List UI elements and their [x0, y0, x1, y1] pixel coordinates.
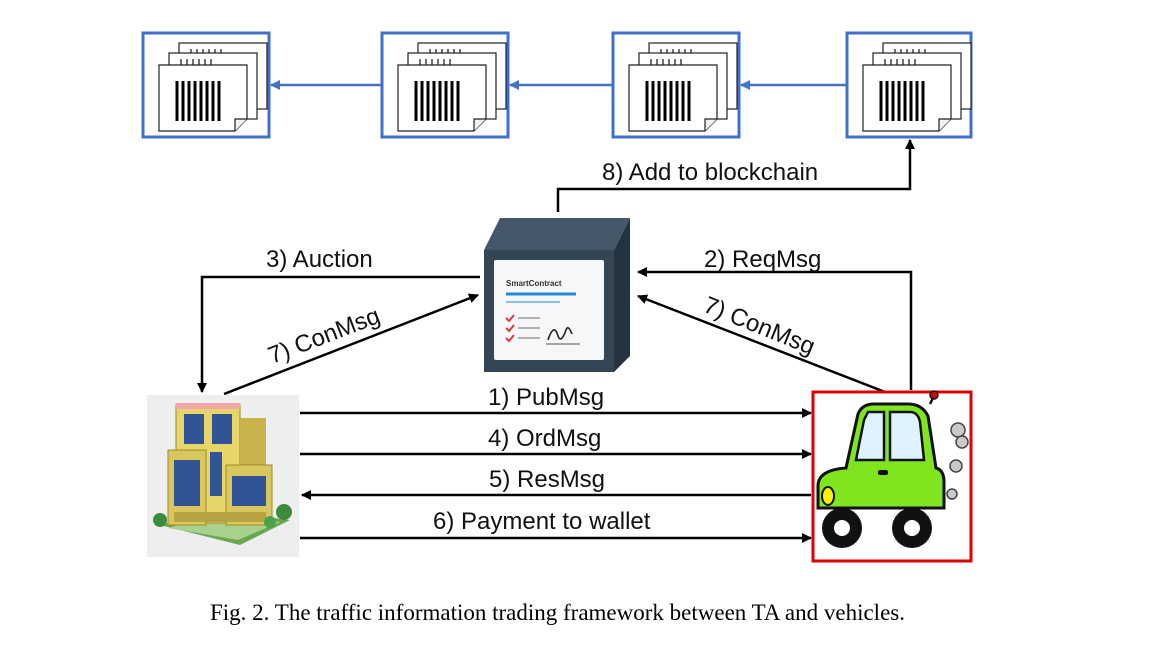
- blockchain-block-3: [611, 31, 741, 139]
- label-reqmsg: 2) ReqMsg: [704, 246, 821, 273]
- smart-contract-box: SmartContract: [484, 218, 630, 372]
- label-add-to-blockchain: 8) Add to blockchain: [602, 159, 818, 186]
- edge-add-to-blockchain: [556, 139, 915, 212]
- label-ordmsg: 4) OrdMsg: [488, 425, 601, 452]
- vehicle-node: [811, 390, 973, 563]
- edge-conmsg-left: [223, 293, 479, 396]
- edge-auction: [197, 275, 480, 393]
- edge-reqmsg: [637, 267, 913, 390]
- exhaust-smoke-icon: [946, 422, 969, 500]
- label-auction: 3) Auction: [266, 246, 373, 273]
- signature-icon: [546, 326, 580, 345]
- document-stack-icon: [396, 41, 508, 133]
- label-pubmsg: 1) PubMsg: [488, 384, 604, 411]
- blockchain-block-1: [141, 31, 271, 139]
- label-payment: 6) Payment to wallet: [433, 508, 651, 535]
- edge-conmsg-right: [637, 294, 886, 394]
- document-stack-icon: [861, 41, 973, 133]
- car-icon: [816, 390, 969, 548]
- checklist-icon: [505, 314, 540, 343]
- figure-caption: Fig. 2. The traffic information trading …: [210, 600, 905, 625]
- smart-contract-title: SmartContract: [506, 279, 562, 288]
- label-conmsg-left: 7) ConMsg: [264, 302, 383, 369]
- document-stack-icon: [627, 41, 739, 133]
- document-stack-icon: [157, 41, 269, 133]
- label-resmsg: 5) ResMsg: [489, 466, 605, 493]
- building-icon: [147, 395, 299, 557]
- blockchain-block-2: [380, 31, 510, 139]
- blockchain-block-4: [845, 31, 973, 139]
